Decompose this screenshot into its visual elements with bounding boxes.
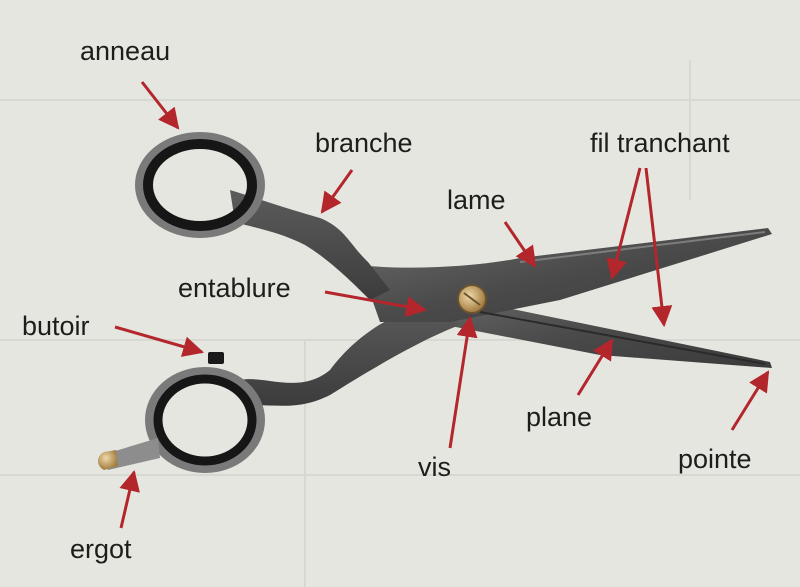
arrow-fil-tranchant-2	[644, 167, 673, 328]
arrow-fil-tranchant-1	[606, 167, 642, 281]
lower-ring	[145, 367, 265, 473]
label-ergot: ergot	[70, 534, 132, 564]
arrow-lame	[503, 221, 537, 268]
label-branche: branche	[315, 128, 413, 158]
arrow-pointe	[730, 370, 770, 431]
pivot-screw	[457, 284, 487, 314]
arrow-vis	[448, 315, 478, 449]
arrow-branche	[320, 169, 354, 214]
label-pointe: pointe	[678, 444, 752, 474]
label-vis: vis	[418, 452, 451, 482]
arrow-entablure	[324, 290, 428, 317]
label-anneau: anneau	[80, 36, 171, 66]
label-fil-tranchant: fil tranchant	[590, 128, 730, 158]
label-entablure: entablure	[178, 273, 291, 303]
arrow-anneau	[140, 81, 180, 130]
label-lame: lame	[447, 185, 506, 215]
label-butoir: butoir	[22, 311, 90, 341]
label-arrows	[114, 81, 770, 529]
upper-ring	[135, 132, 265, 238]
arrow-ergot	[119, 469, 140, 529]
butoir-stop	[208, 352, 224, 364]
arrow-butoir	[114, 325, 205, 357]
arrow-plane	[576, 338, 614, 396]
label-plane: plane	[526, 402, 593, 432]
